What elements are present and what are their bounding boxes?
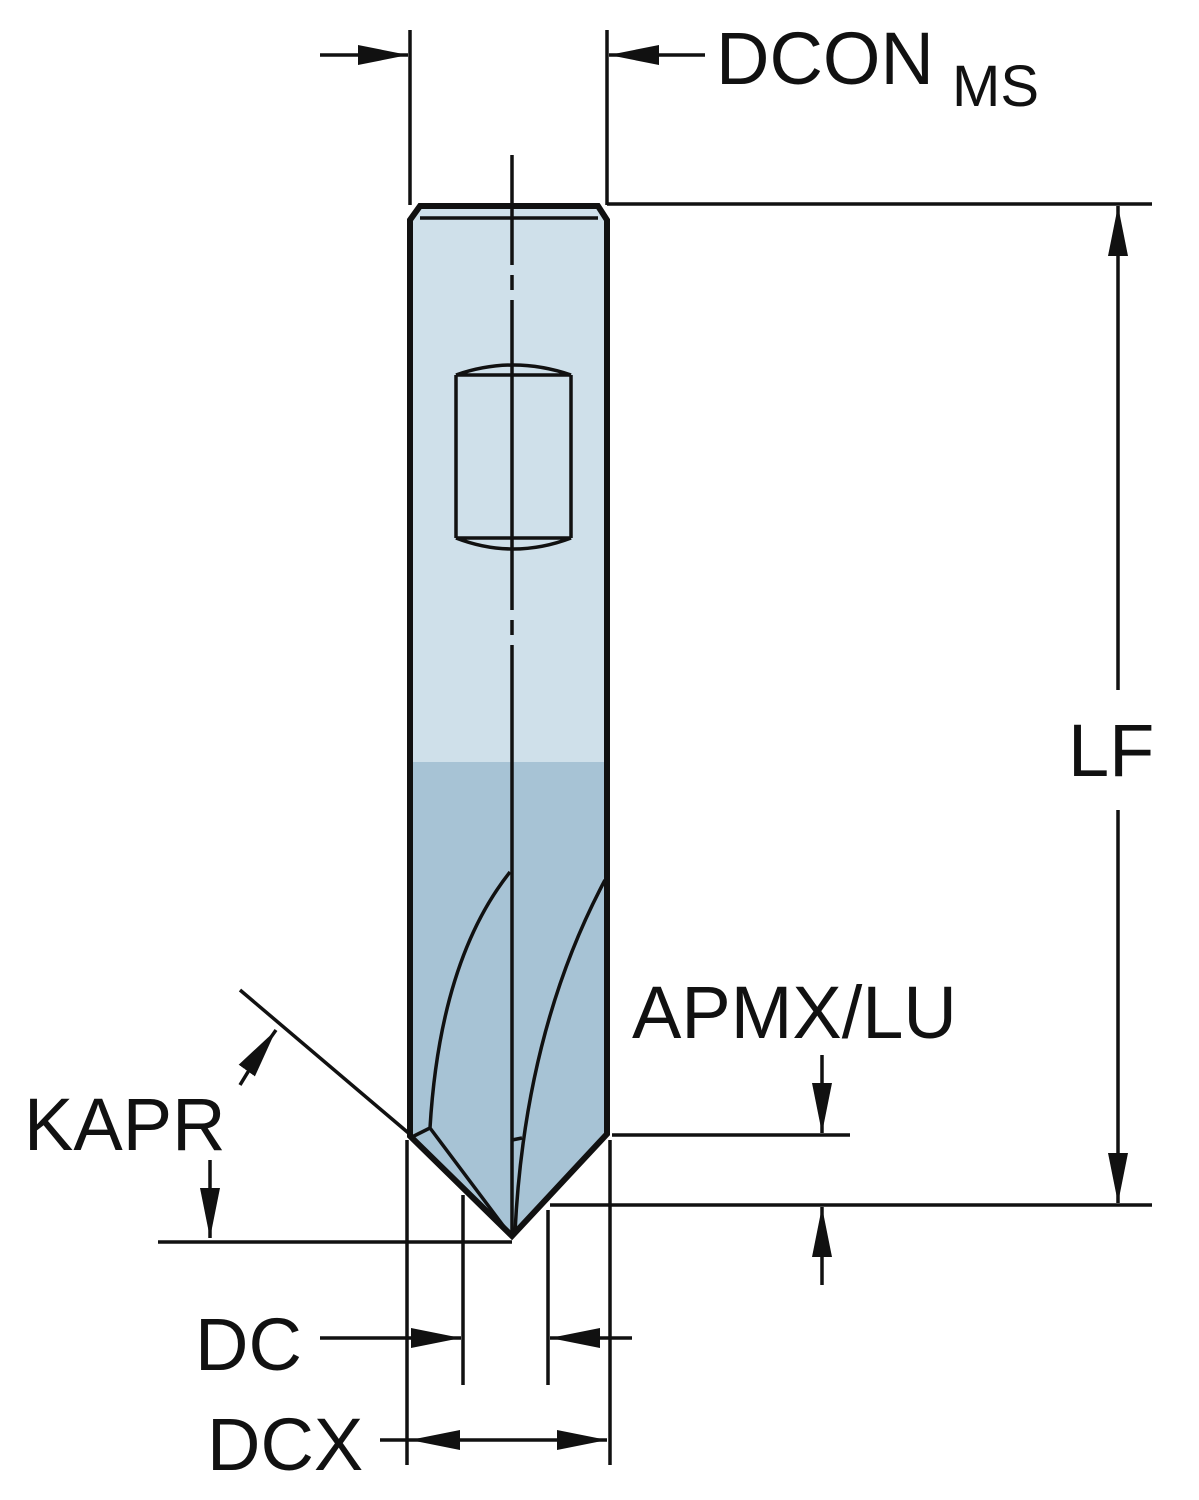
dcx-dimension <box>380 1140 612 1465</box>
apmx-lu-label: APMX/LU <box>632 971 957 1054</box>
dcon-label: DCON <box>716 17 934 100</box>
flute-left <box>409 870 512 1230</box>
cutting-part-fill <box>410 762 607 1236</box>
dcon-dimension <box>320 30 705 205</box>
dcx-label: DCX <box>207 1403 363 1486</box>
dc-dimension <box>320 1195 632 1385</box>
shank-fill <box>410 206 607 762</box>
kapr-label: KAPR <box>24 1083 226 1166</box>
dcon-subscript: MS <box>952 54 1039 119</box>
lf-dimension <box>550 202 1152 1207</box>
flute-right <box>511 879 607 1233</box>
kapr-dimension <box>158 988 512 1244</box>
dc-label: DC <box>195 1303 302 1386</box>
shank-flat <box>454 363 573 551</box>
apmx-dimension <box>612 1055 850 1285</box>
tool-outline <box>407 203 610 1241</box>
lf-label: LF <box>1068 709 1154 792</box>
